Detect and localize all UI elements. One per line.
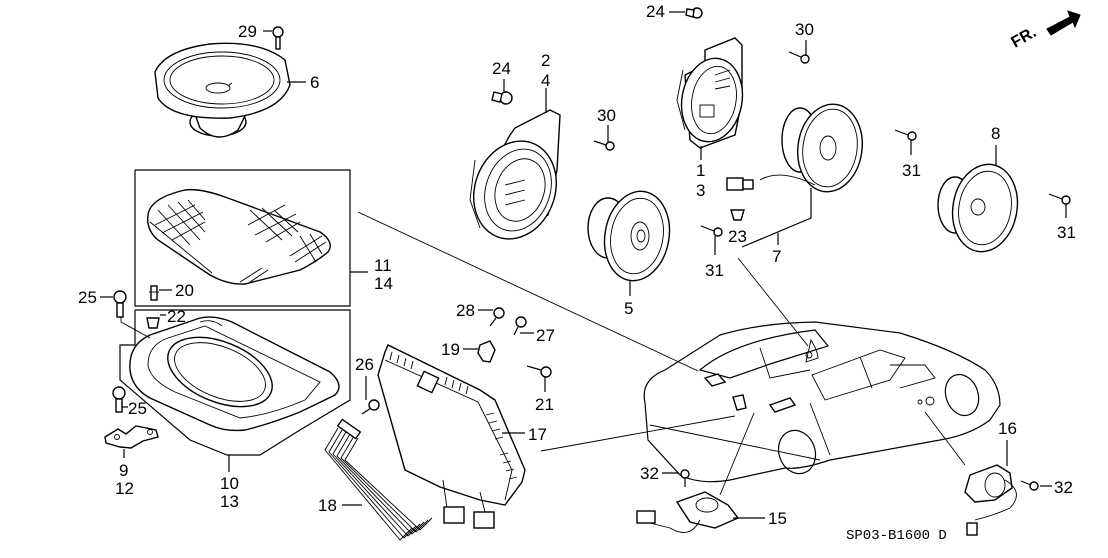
- callout-32-right: 32: [1054, 478, 1073, 497]
- part-9-bracket: [104, 425, 159, 449]
- callout-24-top: 24: [646, 2, 665, 21]
- callout-6: 6: [310, 73, 319, 92]
- callout-31-upper: 31: [902, 161, 921, 180]
- callout-19: 19: [441, 340, 460, 359]
- front-direction-indicator: FR.: [1009, 10, 1081, 52]
- callout-32-left: 32: [640, 464, 659, 483]
- callout-2: 2: [541, 51, 550, 70]
- callout-23: 23: [728, 227, 747, 246]
- part-28-bolt: [489, 307, 505, 327]
- part-16-speaker-assembly: [964, 464, 1017, 536]
- callout-14: 14: [374, 274, 393, 293]
- amplifier-connectors: [442, 479, 495, 529]
- callout-1: 1: [696, 161, 705, 180]
- part-31-screw-upper: [894, 129, 917, 141]
- part-22-clip: [146, 317, 160, 329]
- part-20-clip: [149, 285, 159, 301]
- part-2-rear-speaker-bracket: [469, 109, 561, 240]
- callout-21: 21: [535, 395, 554, 414]
- part-6-oval-speaker: [154, 42, 291, 138]
- part-30-screw-right: [788, 51, 810, 64]
- callout-4: 4: [541, 71, 550, 90]
- leader-15-to-car: [719, 412, 755, 496]
- callout-25-top: 25: [78, 288, 97, 307]
- callout-10: 10: [220, 474, 239, 493]
- callout-17: 17: [528, 425, 547, 444]
- part-32-screw-left: [680, 469, 690, 487]
- callout-22: 22: [167, 307, 186, 326]
- part-15-speaker-assembly: [636, 491, 740, 533]
- leader-16-to-car: [924, 411, 966, 466]
- part-25-bolt-top: [113, 290, 127, 318]
- leader-grille-to-car: [357, 211, 699, 372]
- part-11-speaker-grille: [147, 188, 331, 285]
- part-32-screw-right: [1020, 480, 1039, 491]
- part-7-door-speaker: [726, 103, 863, 193]
- callout-30-right: 30: [795, 20, 814, 39]
- callout-13: 13: [220, 492, 239, 511]
- callout-3: 3: [696, 181, 705, 200]
- part-25-bolt-bottom: [112, 386, 126, 413]
- part-29-bolt: [272, 26, 284, 50]
- part-27-bolt: [513, 316, 527, 336]
- part-31-screw-right: [1048, 193, 1071, 205]
- callout-12: 12: [115, 479, 134, 498]
- grille-group-box: [134, 169, 351, 307]
- part-31-screw-middle: [700, 225, 723, 237]
- callout-5: 5: [624, 299, 633, 318]
- callout-20: 20: [175, 281, 194, 300]
- callout-28: 28: [456, 301, 475, 320]
- base-group-box: [119, 309, 351, 456]
- part-19-clip: [477, 340, 496, 363]
- callout-26: 26: [355, 355, 374, 374]
- part-18-wire-harness: [324, 418, 433, 541]
- leader-amp-to-car: [540, 415, 736, 452]
- part-24-clip-top: [685, 7, 703, 19]
- callout-7: 7: [772, 247, 781, 266]
- callout-9: 9: [119, 461, 128, 480]
- leader-31-to-car: [737, 257, 809, 347]
- callout-18: 18: [318, 496, 337, 515]
- part-1-rear-speaker: [676, 37, 744, 149]
- callout-31-right: 31: [1057, 223, 1076, 242]
- diagram-code: SP03-B1600 D: [846, 528, 947, 544]
- part-10-speaker-base: [129, 316, 340, 432]
- fr-arrow-icon: [1046, 10, 1081, 36]
- callout-8: 8: [991, 124, 1000, 143]
- callout-25-bottom: 25: [128, 399, 147, 418]
- part-23-clip: [730, 209, 745, 221]
- callout-11: 11: [374, 256, 392, 275]
- part-24-clip-left: [491, 91, 513, 105]
- fr-label: FR.: [1009, 24, 1040, 52]
- part-30-screw-left: [593, 140, 615, 151]
- part-21-bolt: [526, 365, 552, 378]
- callout-15: 15: [768, 509, 787, 528]
- callout-30-left: 30: [597, 106, 616, 125]
- callout-24-left: 24: [492, 59, 511, 78]
- callout-31-middle: 31: [705, 261, 724, 280]
- callout-29: 29: [238, 22, 257, 41]
- part-26-bolt: [361, 399, 380, 415]
- vehicle-outline: [643, 321, 1001, 483]
- callout-16: 16: [998, 419, 1017, 438]
- part-17-amplifier: [377, 344, 526, 506]
- part-8-door-speaker: [937, 163, 1019, 253]
- callout-27: 27: [536, 326, 555, 345]
- part-5-speaker: [587, 190, 671, 282]
